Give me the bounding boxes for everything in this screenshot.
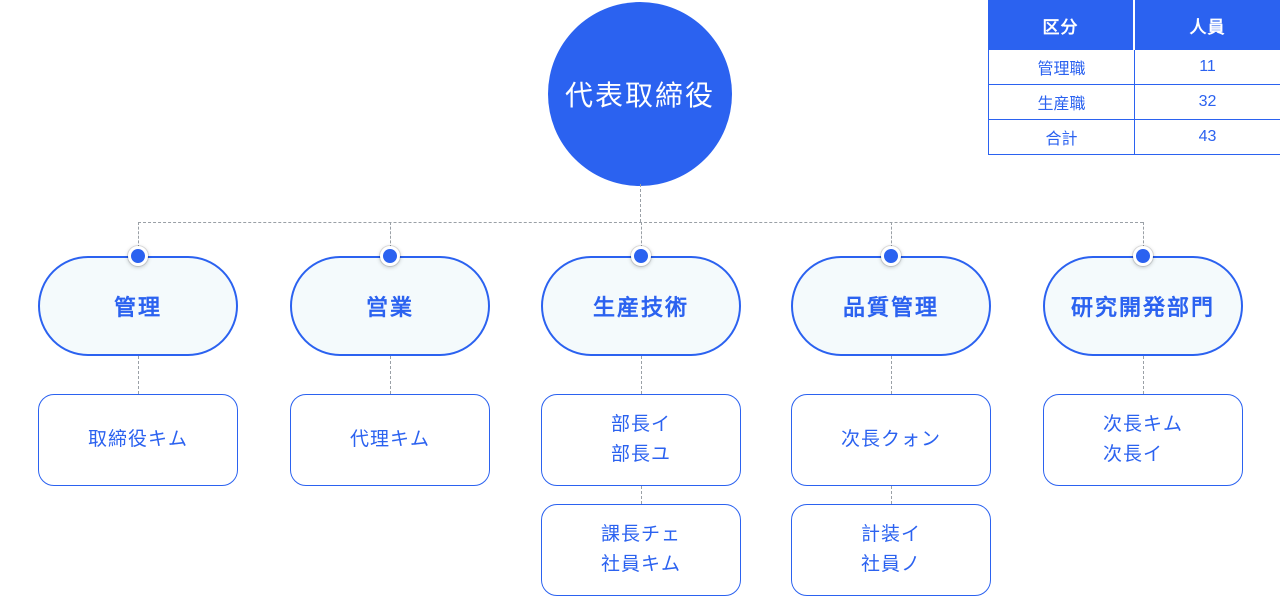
member-box[interactable]: 次長クォン — [791, 394, 991, 486]
table-row: 生産職 32 — [988, 85, 1280, 120]
member-name: 部長イ — [610, 414, 671, 435]
connector-dot[interactable] — [380, 246, 400, 266]
member-box[interactable]: 計装イ 社員ノ — [791, 504, 991, 596]
table-cell-count: 32 — [1134, 85, 1280, 119]
member-name: 次長キム — [1102, 414, 1183, 435]
root-node-ceo[interactable]: 代表取締役 — [548, 2, 732, 186]
connector-dot[interactable] — [631, 246, 651, 266]
connector-branch-stub — [891, 222, 892, 248]
table-header-category: 区分 — [1042, 17, 1079, 37]
dept-node-production-tech[interactable]: 生産技術 — [541, 256, 741, 356]
member-names: 取締役キム — [88, 425, 188, 455]
member-name: 次長イ — [1102, 444, 1163, 465]
dept-node-rnd[interactable]: 研究開発部門 — [1043, 256, 1243, 356]
member-names: 課長チェ 社員キム — [601, 520, 681, 580]
personnel-table: 区分 人員 管理職 11 生産職 32 合計 43 — [988, 0, 1280, 155]
connector-branch-stub — [1143, 222, 1144, 248]
member-name: 課長チェ — [600, 524, 681, 545]
table-cell-category: 管理職 — [1037, 61, 1086, 78]
connector-branch-stub — [641, 222, 642, 248]
member-box[interactable]: 代理キム — [290, 394, 490, 486]
connector-dot[interactable] — [881, 246, 901, 266]
member-name: 社員キム — [600, 554, 681, 575]
connector-root-stem — [640, 184, 641, 222]
member-names: 次長キム 次長イ — [1103, 410, 1183, 470]
member-name: 社員ノ — [860, 554, 921, 575]
member-box[interactable]: 部長イ 部長ユ — [541, 394, 741, 486]
member-name: 次長クォン — [840, 429, 941, 450]
member-name: 取締役キム — [87, 429, 188, 450]
member-name: 計装イ — [860, 524, 921, 545]
connector-branch-stub — [138, 222, 139, 248]
connector-dot[interactable] — [1133, 246, 1153, 266]
member-name: 代理キム — [349, 429, 430, 450]
member-names: 次長クォン — [841, 425, 941, 455]
connector-pill-to-box — [1143, 356, 1144, 394]
table-cell-count: 43 — [1134, 120, 1280, 154]
dept-node-sales[interactable]: 営業 — [290, 256, 490, 356]
dept-label: 生産技術 — [592, 295, 689, 320]
member-name: 部長ユ — [610, 444, 671, 465]
table-row: 管理職 11 — [988, 50, 1280, 85]
connector-pill-to-box — [138, 356, 139, 394]
connector-branch-stub — [390, 222, 391, 248]
connector-pill-to-box — [891, 356, 892, 394]
member-box[interactable]: 取締役キム — [38, 394, 238, 486]
table-header-count: 人員 — [1133, 0, 1280, 50]
table-cell-category: 合計 — [1045, 131, 1078, 148]
table-cell-category: 生産職 — [1037, 96, 1086, 113]
dept-node-management[interactable]: 管理 — [38, 256, 238, 356]
dept-label: 品質管理 — [842, 295, 939, 320]
connector-pill-to-box — [390, 356, 391, 394]
member-names: 代理キム — [350, 425, 430, 455]
connector-pill-to-box — [641, 356, 642, 394]
member-box[interactable]: 次長キム 次長イ — [1043, 394, 1243, 486]
member-box[interactable]: 課長チェ 社員キム — [541, 504, 741, 596]
member-names: 計装イ 社員ノ — [861, 520, 921, 580]
connector-box-to-box — [891, 486, 892, 504]
dept-node-quality-control[interactable]: 品質管理 — [791, 256, 991, 356]
connector-dot[interactable] — [128, 246, 148, 266]
connector-horizontal-bus — [138, 222, 1143, 223]
connector-box-to-box — [641, 486, 642, 504]
table-row: 合計 43 — [988, 120, 1280, 155]
dept-label: 営業 — [365, 295, 414, 320]
root-node-label: 代表取締役 — [564, 80, 715, 111]
table-cell-count: 11 — [1134, 50, 1280, 84]
member-names: 部長イ 部長ユ — [611, 410, 671, 470]
dept-label: 研究開発部門 — [1070, 295, 1215, 320]
personnel-table-header: 区分 人員 — [988, 0, 1280, 50]
dept-label: 管理 — [113, 295, 162, 320]
